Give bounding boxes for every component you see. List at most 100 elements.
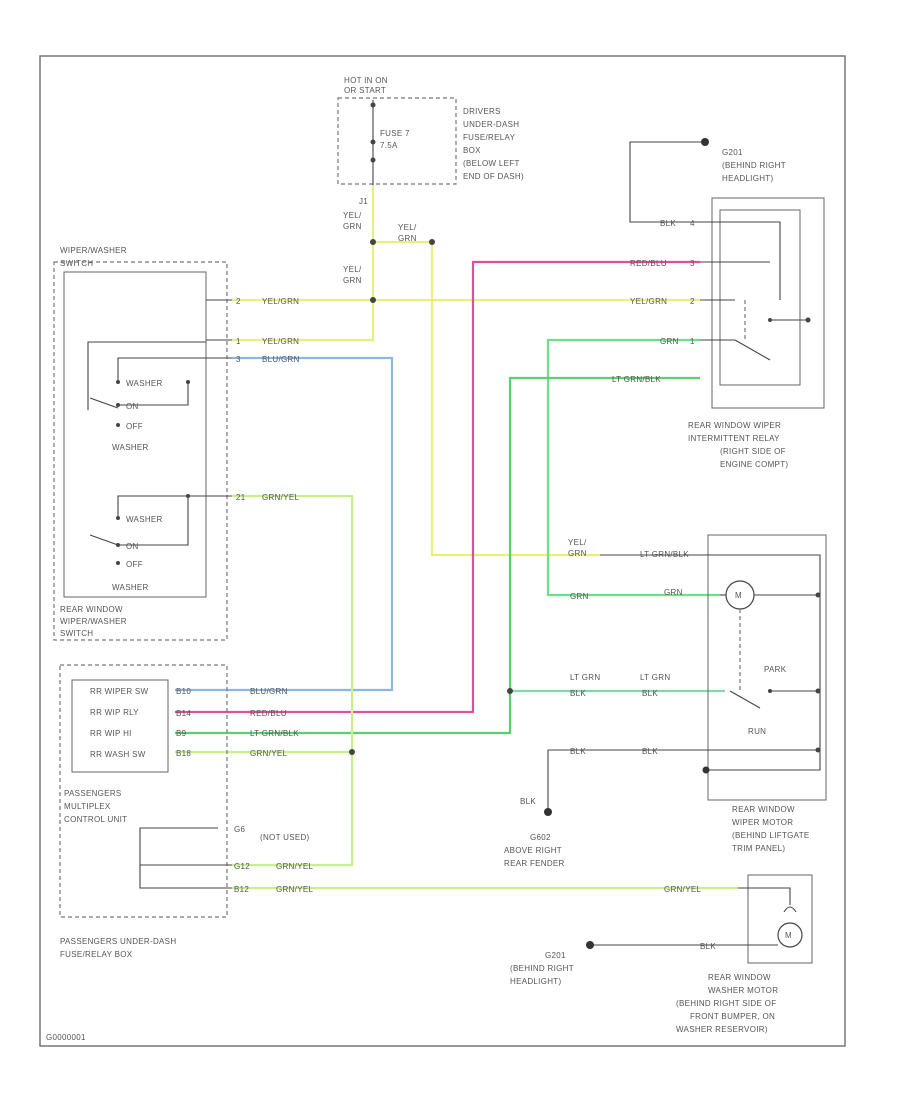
wire-label-yelgrn-b: YEL/ <box>398 223 417 232</box>
relay-pin-2: 2 <box>690 297 695 306</box>
switch-pin-3: 21 <box>236 493 246 502</box>
wire-label-ltgrnblk-a: LT GRN/BLK <box>612 375 661 384</box>
pmcu-input-2: RR WIP HI <box>90 729 132 738</box>
pmcu-input-1: RR WIP RLY <box>90 708 139 717</box>
wire-label-yelgrn-c: YEL/ <box>343 265 362 274</box>
ground-g602: BLK G602 ABOVE RIGHT REAR FENDER <box>504 750 565 868</box>
wire-label-blk-motor-a: BLK <box>570 747 586 756</box>
multiplex-control-unit: RR WIPER SW RR WIP RLY RR WIP HI RR WASH… <box>59 664 310 959</box>
g602-desc-1: REAR FENDER <box>504 859 565 868</box>
wire-label-blk-lt2: BLK <box>642 689 658 698</box>
j1-label: J1 <box>359 197 368 206</box>
switch-upper-pos-2: OFF <box>126 422 143 431</box>
fuse-amperage: 7.5A <box>380 141 398 150</box>
wire-label-yelgrn-a: YEL/ <box>343 211 362 220</box>
wire-label-grnyel-b: GRN/YEL <box>250 749 287 758</box>
switch-lower-pos-2: OFF <box>126 560 143 569</box>
wiper-washer-switch: WIPER/WASHER SWITCH 2 1 3 21 WASHER ON O… <box>53 246 246 641</box>
pmcu-footer-1: FUSE/RELAY BOX <box>60 950 133 959</box>
washer-desc-0: REAR WINDOW <box>708 973 771 982</box>
wire-label-yelgrn-d: YEL/GRN <box>262 297 299 306</box>
fuse-desc-5: END OF DASH) <box>463 172 524 181</box>
intermittent-relay: 4 3 2 1 REAR WINDOW WIPER INTERMITTENT R… <box>688 197 825 469</box>
washer-desc-1: WASHER MOTOR <box>708 986 778 995</box>
wire-label-yelgrn-g: YEL/ <box>568 538 587 547</box>
washer-desc-4: WASHER RESERVOIR) <box>676 1025 768 1034</box>
g201-bottom-desc-1: HEADLIGHT) <box>510 977 561 986</box>
red-blu-wire: RED/BLU RED/BLU <box>175 259 700 718</box>
switch-upper-pos-0: WASHER <box>126 379 163 388</box>
switch-upper-pos-1: ON <box>126 402 139 411</box>
fuse-desc-1: UNDER-DASH <box>463 120 519 129</box>
wire-label-grn-a: GRN <box>660 337 679 346</box>
wire-label-grn-c: GRN <box>664 588 683 597</box>
switch-pin-2: 3 <box>236 355 241 364</box>
pmcu-title-2: CONTROL UNIT <box>64 815 127 824</box>
diagram-frame <box>39 55 846 1047</box>
switch-upper-title: WASHER <box>112 443 149 452</box>
pmcu-pin-3: B18 <box>176 749 191 758</box>
pmcu-pin-0: B10 <box>176 687 191 696</box>
g201-bottom-name: G201 <box>545 951 566 960</box>
relay-pin-1: 3 <box>690 259 695 268</box>
switch-pin-0: 2 <box>236 297 241 306</box>
diagram-code: G0000001 <box>46 1033 86 1042</box>
relay-pin-3: 1 <box>690 337 695 346</box>
yel-grn-feed: YEL/ GRN YEL/ GRN YEL/ GRN YEL/GRN YEL/G… <box>232 185 700 558</box>
rear-washer-motor: M BLK G201 (BEHIND RIGHT HEADLIGHT) REAR… <box>510 874 813 1034</box>
pmcu-pin-6: B12 <box>234 885 249 894</box>
wire-label-yelgrn-b2: GRN <box>398 234 417 243</box>
g602-name: G602 <box>530 833 551 842</box>
wire-label-grnyel-c: GRN/YEL <box>276 862 313 871</box>
motor-desc-2: (BEHIND LIFTGATE <box>732 831 810 840</box>
pmcu-pin-5: G12 <box>234 862 250 871</box>
switch-lower-title: WASHER <box>112 583 149 592</box>
wire-label-grnyel-a: GRN/YEL <box>262 493 299 502</box>
fuse-hot-label-2: OR START <box>344 86 386 95</box>
wire-label-blugrn-b: BLU/GRN <box>250 687 288 696</box>
wire-label-redblu-a: RED/BLU <box>630 259 667 268</box>
washer-desc-2: (BEHIND RIGHT SIDE OF <box>676 999 776 1008</box>
motor-desc-0: REAR WINDOW <box>732 805 795 814</box>
pmcu-pin-2: B9 <box>176 729 187 738</box>
rear-wiper-motor: M PARK RUN BLK BLK REAR WINDOW WIPER MOT… <box>548 534 827 853</box>
wire-label-yelgrn-f: YEL/GRN <box>630 297 667 306</box>
pmcu-input-0: RR WIPER SW <box>90 687 149 696</box>
g201-bottom-desc-0: (BEHIND RIGHT <box>510 964 574 973</box>
switch-header-0: WIPER/WASHER <box>60 246 127 255</box>
pmcu-title-0: PASSENGERS <box>64 789 122 798</box>
pmcu-not-used: (NOT USED) <box>260 833 310 842</box>
g201-top-desc-1: HEADLIGHT) <box>722 174 773 183</box>
relay-pin-0: 4 <box>690 219 695 228</box>
fuse-desc-3: BOX <box>463 146 481 155</box>
switch-footer-2: SWITCH <box>60 629 93 638</box>
blu-grn-wire: BLU/GRN BLU/GRN <box>175 355 394 696</box>
pmcu-title-1: MULTIPLEX <box>64 802 111 811</box>
wire-label-blk-motor-b: BLK <box>642 747 658 756</box>
fuse-box: HOT IN ON OR START FUSE 7 7.5A DRIVERS U… <box>337 76 524 206</box>
fuse-name: FUSE 7 <box>380 129 410 138</box>
wire-label-blk-g602: BLK <box>520 797 536 806</box>
relay-desc-1: INTERMITTENT RELAY <box>688 434 780 443</box>
relay-desc-3: ENGINE COMPT) <box>720 460 788 469</box>
pmcu-pin-4: G6 <box>234 825 246 834</box>
wire-label-blk-g201: BLK <box>660 219 676 228</box>
wire-label-blk-lt: BLK <box>570 689 586 698</box>
pmcu-input-3: RR WASH SW <box>90 750 146 759</box>
switch-header-1: SWITCH <box>60 259 93 268</box>
motor-run-label: RUN <box>748 727 766 736</box>
wire-label-ltgrn-a: LT GRN <box>570 673 600 682</box>
wire-label-redblu-b: RED/BLU <box>250 709 287 718</box>
wire-label-blugrn-a: BLU/GRN <box>262 355 300 364</box>
wire-label-yelgrn-c2: GRN <box>343 276 362 285</box>
wire-label-yelgrn-e: YEL/GRN <box>262 337 299 346</box>
motor-park-label: PARK <box>764 665 787 674</box>
g602-desc-0: ABOVE RIGHT <box>504 846 562 855</box>
wire-label-ltgrn-b: LT GRN <box>640 673 670 682</box>
grn-wire: GRN GRN GRN <box>546 337 720 601</box>
motor-desc-3: TRIM PANEL) <box>732 844 785 853</box>
fuse-desc-0: DRIVERS <box>463 107 501 116</box>
pmcu-footer-0: PASSENGERS UNDER-DASH <box>60 937 176 946</box>
relay-desc-2: (RIGHT SIDE OF <box>720 447 786 456</box>
